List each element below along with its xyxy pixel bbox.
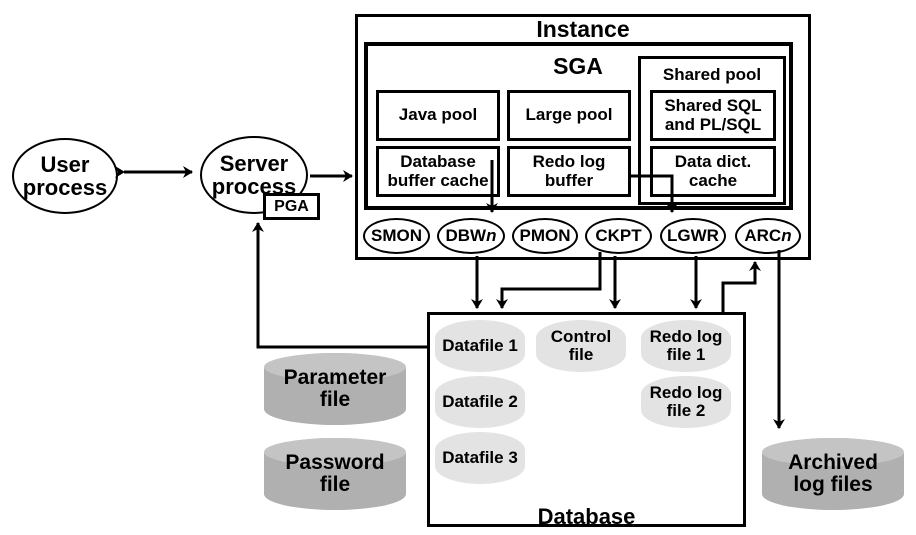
redo-log-file-2-line1: Redo log [649, 383, 723, 403]
redo-log-buffer-label: Redo log buffer [532, 151, 606, 190]
process-ckpt: CKPT [585, 218, 652, 254]
shared-sql-label: Shared SQL and PL/SQL [664, 95, 762, 134]
cylinder-shape [641, 376, 731, 428]
pga-box: PGA [263, 193, 320, 220]
database-title: Database [537, 504, 636, 529]
server-process: Server process [200, 136, 308, 214]
process-smon: SMON [363, 218, 430, 254]
dbwn-base: DBW [445, 226, 487, 245]
datafile-1: Datafile 1 [435, 320, 525, 372]
process-arcn: ARCn [735, 218, 801, 254]
database-buffer-cache: Database buffer cache [376, 146, 500, 197]
datafile-3-label: Datafile 3 [442, 448, 518, 468]
archived-log-files: Archived log files [762, 438, 904, 510]
redo-log-buffer: Redo log buffer [507, 146, 631, 197]
redo-arcn-arrow [721, 261, 761, 312]
cylinder-shape [536, 320, 626, 372]
large-pool: Large pool [507, 90, 631, 141]
user-process-line2: process [22, 175, 108, 200]
redo-log-file-1-line1: Redo log [649, 327, 723, 347]
control-file: Control file [536, 320, 626, 372]
arcn-suffix: n [781, 226, 792, 245]
large-pool-label: Large pool [525, 105, 613, 125]
java-pool-label: Java pool [398, 105, 478, 125]
smon-label: SMON [371, 226, 422, 245]
shared-sql-area: Shared SQL and PL/SQL [650, 90, 776, 141]
process-lgwr: LGWR [660, 218, 726, 254]
archived-log-files-line2: log files [793, 473, 873, 496]
process-pmon: PMON [512, 218, 578, 254]
lgwr-label: LGWR [667, 226, 719, 245]
cylinder-top [762, 438, 904, 466]
sga-title: SGA [553, 53, 603, 79]
user-process: User process [12, 138, 118, 214]
cylinder-top [264, 438, 406, 466]
java-pool: Java pool [376, 90, 500, 141]
control-file-line2: file [568, 345, 594, 364]
user-process-line1: User [40, 151, 90, 177]
server-process-line2: process [211, 174, 297, 199]
redo-log-file-1: Redo log file 1 [641, 320, 731, 372]
parameter-file: Parameter file [264, 353, 406, 425]
ckpt-label: CKPT [595, 226, 642, 245]
pmon-label: PMON [519, 226, 571, 245]
cylinder-shape [435, 376, 525, 428]
data-dict-cache: Data dict. cache [650, 146, 776, 197]
server-process-line1: Server [219, 150, 289, 176]
datafile-1-label: Datafile 1 [442, 336, 518, 356]
password-file: Password file [264, 438, 406, 510]
password-file-line2: file [319, 473, 351, 496]
pga-label: PGA [274, 197, 309, 215]
dbwn-suffix: n [486, 226, 497, 245]
cylinder-top [264, 353, 406, 381]
database-buffer-cache-label: Database buffer cache [387, 151, 489, 190]
cylinder-shape [435, 320, 525, 372]
arcn-label: ARCn [744, 226, 791, 246]
redo-log-file-2-line2: file 2 [666, 401, 706, 420]
archived-log-files-line1: Archived [788, 450, 878, 474]
control-file-line1: Control [550, 327, 612, 347]
ckpt-datafile-arrow [496, 252, 602, 309]
datafile-2-label: Datafile 2 [442, 392, 518, 412]
redo-log-file-1-line2: file 1 [666, 345, 706, 364]
dbwn-label: DBWn [446, 226, 497, 246]
process-dbwn: DBWn [437, 218, 505, 254]
parameter-file-line2: file [319, 388, 351, 411]
password-file-line1: Password [285, 450, 385, 474]
redo-log-file-2: Redo log file 2 [641, 376, 731, 428]
arcn-base: ARC [744, 226, 782, 245]
cylinder-shape [641, 320, 731, 372]
parameter-file-line1: Parameter [283, 365, 387, 389]
instance-title: Instance [536, 16, 630, 42]
shared-pool-title: Shared pool [662, 65, 762, 84]
cylinder-shape [435, 432, 525, 484]
data-dict-cache-label: Data dict. cache [674, 151, 752, 190]
datafile-3: Datafile 3 [435, 432, 525, 484]
datafile-2: Datafile 2 [435, 376, 525, 428]
